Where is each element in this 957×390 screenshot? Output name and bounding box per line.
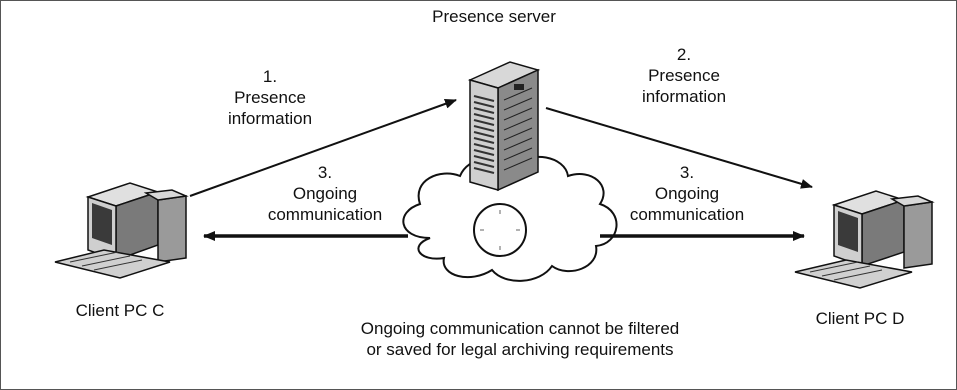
- step2-line1: Presence: [648, 66, 720, 85]
- arrow-step2: [545, 107, 813, 189]
- client-pc-d-icon: [794, 190, 935, 289]
- step2-number: 2.: [676, 45, 692, 64]
- step2-line2: information: [641, 87, 727, 106]
- step3-left-line2: communication: [267, 205, 383, 224]
- step3-right-number: 3.: [679, 163, 695, 182]
- step3-right-line2: communication: [629, 205, 745, 224]
- client-pc-c-icon: [54, 182, 189, 279]
- server-label: Presence server: [432, 7, 556, 26]
- step2-label: 2. Presence information: [604, 44, 764, 107]
- step1-number: 1.: [262, 67, 278, 86]
- step3-left-number: 3.: [317, 163, 333, 182]
- step3-right-label: 3. Ongoing communication: [592, 162, 782, 225]
- step1-line2: information: [227, 109, 313, 128]
- step1-label: 1. Presence information: [190, 66, 350, 129]
- archiving-note-line2: or saved for legal archiving requirement…: [366, 340, 674, 359]
- step3-right-line1: Ongoing: [654, 184, 720, 203]
- globe-icon: [473, 203, 527, 257]
- client-pc-c-label: Client PC C: [75, 301, 165, 320]
- archiving-note: Ongoing communication cannot be filtered…: [330, 318, 710, 360]
- presence-server-icon: [467, 61, 541, 192]
- step1-line1: Presence: [234, 88, 306, 107]
- archiving-note-line1: Ongoing communication cannot be filtered: [360, 319, 680, 338]
- client-pc-d-label: Client PC D: [815, 309, 905, 328]
- step3-left-line1: Ongoing: [292, 184, 358, 203]
- step3-left-label: 3. Ongoing communication: [230, 162, 420, 225]
- arrow-step1: [189, 99, 457, 197]
